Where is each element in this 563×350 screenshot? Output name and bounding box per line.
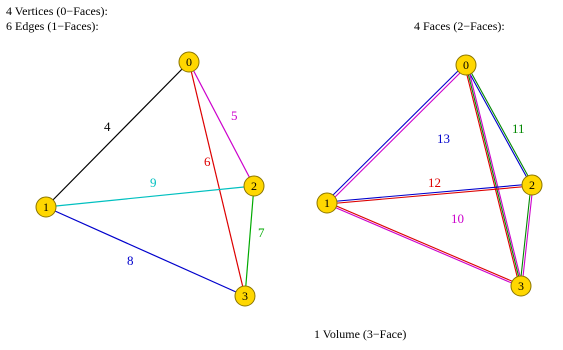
edge-2-3 bbox=[519, 184, 534, 287]
left-vertex-0: 0 bbox=[178, 51, 200, 73]
edge-8 bbox=[45, 206, 246, 297]
faces-graph: 13 11 12 10 0 1 2 3 bbox=[316, 54, 543, 297]
edge-5 bbox=[188, 61, 255, 187]
svg-text:3: 3 bbox=[518, 279, 524, 293]
edge-label-4: 4 bbox=[104, 119, 111, 134]
svg-text:1: 1 bbox=[324, 196, 330, 210]
right-vertex-1: 1 bbox=[316, 192, 338, 214]
right-vertex-0: 0 bbox=[455, 54, 477, 76]
edge-label-5: 5 bbox=[231, 108, 238, 123]
edges-caption: 6 Edges (1−Faces): bbox=[6, 19, 99, 33]
face-label-10: 10 bbox=[451, 211, 464, 226]
edge-9 bbox=[45, 185, 255, 208]
left-vertex-1: 1 bbox=[35, 196, 57, 218]
left-vertex-2: 2 bbox=[243, 175, 265, 197]
edge-label-9: 9 bbox=[150, 175, 157, 190]
edge-label-8: 8 bbox=[127, 253, 134, 268]
vertices-caption: 4 Vertices (0−Faces): bbox=[6, 4, 108, 18]
edges-graph: 4 5 6 7 8 9 0 1 2 3 bbox=[35, 51, 265, 307]
edge-1-2 bbox=[326, 183, 533, 205]
edge-label-7: 7 bbox=[258, 225, 265, 240]
left-vertex-3: 3 bbox=[234, 285, 256, 307]
svg-text:0: 0 bbox=[463, 58, 469, 72]
face-label-11: 11 bbox=[512, 121, 525, 136]
volume-caption: 1 Volume (3−Face) bbox=[314, 327, 407, 341]
svg-text:0: 0 bbox=[186, 55, 192, 69]
edge-4 bbox=[45, 61, 190, 208]
svg-text:2: 2 bbox=[251, 179, 257, 193]
right-vertex-2: 2 bbox=[521, 174, 543, 196]
edge-0-1 bbox=[325, 63, 468, 205]
edge-6 bbox=[188, 61, 246, 297]
face-label-13: 13 bbox=[437, 131, 450, 146]
edge-label-6: 6 bbox=[204, 154, 211, 169]
edge-1-3 bbox=[326, 201, 522, 288]
right-vertex-3: 3 bbox=[510, 275, 532, 297]
faces-caption: 4 Faces (2−Faces): bbox=[414, 19, 505, 33]
svg-text:2: 2 bbox=[529, 178, 535, 192]
edge-0-3 bbox=[463, 64, 524, 287]
svg-text:3: 3 bbox=[242, 289, 248, 303]
edge-7 bbox=[244, 185, 255, 297]
edge-0-2 bbox=[464, 64, 534, 186]
svg-text:1: 1 bbox=[43, 200, 49, 214]
face-label-12: 12 bbox=[428, 175, 441, 190]
